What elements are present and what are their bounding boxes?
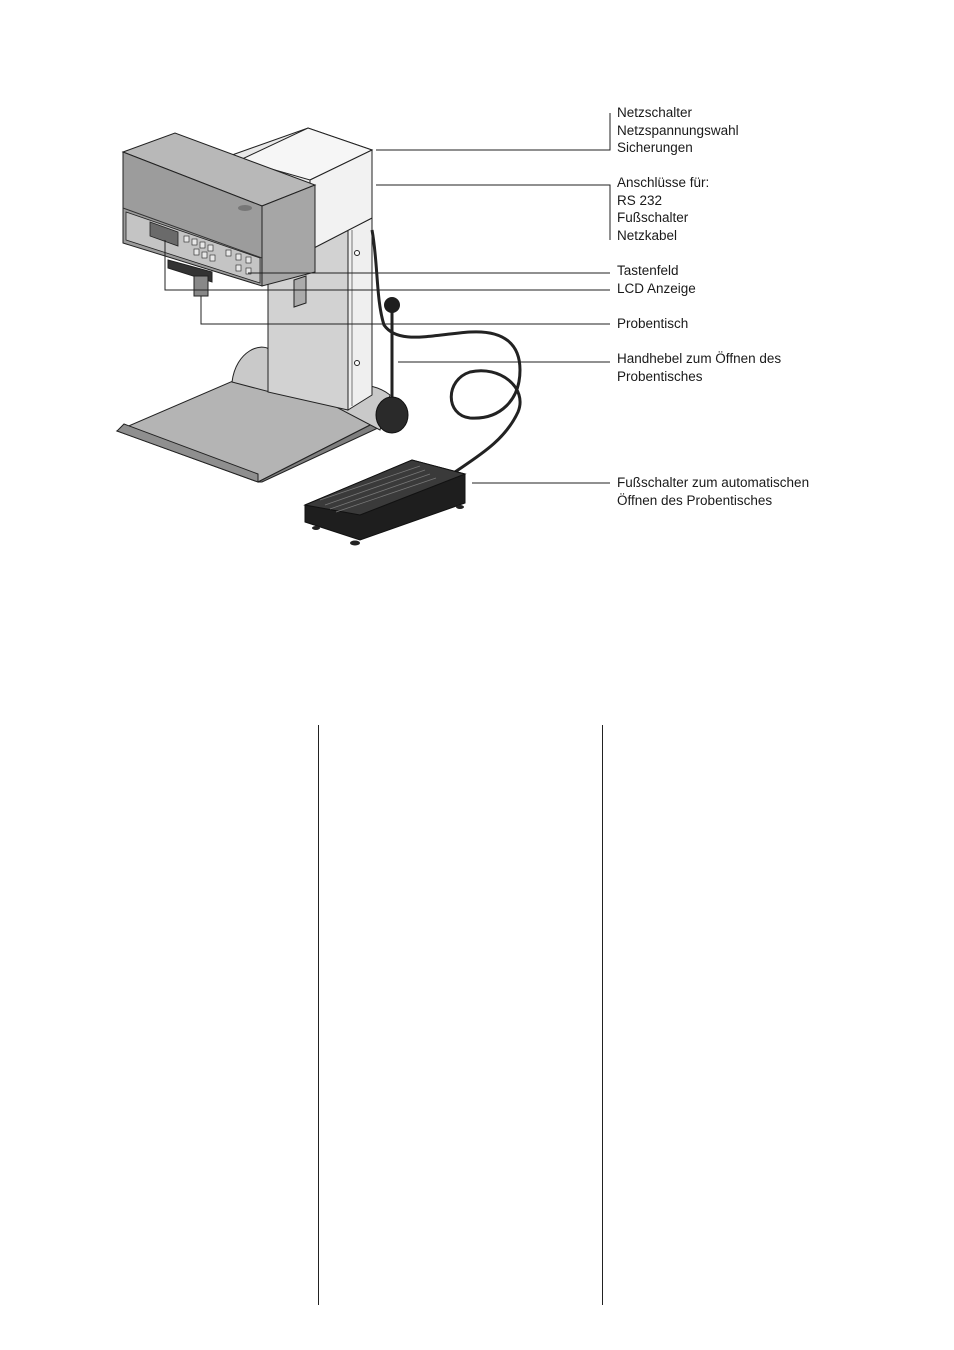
leader-lines xyxy=(164,113,611,484)
foot-switch-cable xyxy=(370,229,522,474)
label-anschluesse: Anschlüsse für: xyxy=(617,175,710,190)
label-tastenfeld: Tastenfeld xyxy=(617,263,679,278)
leader-sample-table xyxy=(200,296,610,325)
label-probentisch: Probentisch xyxy=(617,316,689,331)
label-hand-lever-line2: Probentisches xyxy=(617,368,703,384)
sample-table-part xyxy=(167,259,307,308)
label-hand-lever-line1: Handhebel zum Öffnen des xyxy=(617,351,782,366)
label-netzschalter: Netzschalter xyxy=(617,105,693,120)
column-divider-left xyxy=(318,725,319,1305)
label-netzspannungswahl: Netzspannungswahl xyxy=(617,122,739,138)
leader-lcd xyxy=(164,240,610,291)
label-power-group: Netzschalter Netzspannungswahl Sicherung… xyxy=(617,104,739,157)
label-sicherungen: Sicherungen xyxy=(617,140,693,156)
foot-switch-part xyxy=(303,459,467,546)
label-foot-switch: Fußschalter zum automatischen Öffnen des… xyxy=(617,474,809,509)
leader-ports xyxy=(376,184,611,240)
label-ports-group: Anschlüsse für: RS 232 Fußschalter Netzk… xyxy=(617,174,709,244)
label-lcd: LCD Anzeige xyxy=(617,280,696,298)
label-foot-switch-line2: Öffnen des Probentisches xyxy=(617,492,773,508)
label-lcd-anzeige: LCD Anzeige xyxy=(617,281,696,296)
hand-lever xyxy=(375,297,409,434)
label-fussschalter: Fußschalter xyxy=(617,210,689,226)
label-netzkabel: Netzkabel xyxy=(617,227,678,243)
column-divider-right xyxy=(602,725,603,1305)
leader-power xyxy=(376,113,611,151)
label-keypad: Tastenfeld xyxy=(617,262,679,280)
label-sample-table: Probentisch xyxy=(617,315,688,333)
front-housing xyxy=(121,132,317,287)
label-rs232: RS 232 xyxy=(617,192,663,208)
label-hand-lever: Handhebel zum Öffnen des Probentisches xyxy=(617,350,781,385)
label-foot-switch-line1: Fußschalter zum automatischen xyxy=(617,475,810,490)
